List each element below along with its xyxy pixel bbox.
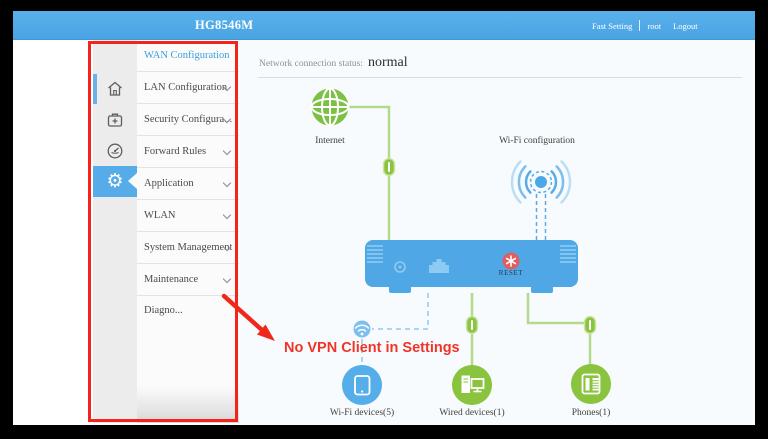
rail-active-indicator bbox=[93, 74, 97, 104]
link-node bbox=[382, 157, 396, 177]
wired-devices-circle[interactable] bbox=[452, 365, 492, 405]
wifi-signal-node-icon bbox=[353, 320, 371, 338]
wifi-devices-circle[interactable] bbox=[342, 365, 382, 405]
fast-setting-link[interactable]: Fast Setting bbox=[592, 20, 633, 31]
phone-icon bbox=[581, 373, 601, 395]
settings-notch bbox=[128, 173, 137, 189]
wifi-devices-label[interactable]: Wi-Fi devices(5) bbox=[329, 408, 395, 418]
menu-bottom-shadow bbox=[137, 386, 239, 423]
reset-button bbox=[502, 252, 520, 270]
wifi-link-line bbox=[372, 293, 429, 330]
menu-item-forward-rules[interactable]: Forward Rules bbox=[137, 136, 239, 168]
phones-circle[interactable] bbox=[571, 364, 611, 404]
internet-link-line bbox=[348, 105, 391, 240]
router-ridges bbox=[367, 245, 576, 263]
menu-item-lan-configuration[interactable]: LAN Configuration bbox=[137, 72, 239, 104]
menu-item-wlan[interactable]: WLAN bbox=[137, 200, 239, 232]
status-divider bbox=[258, 77, 742, 78]
username-label: root bbox=[647, 20, 662, 31]
annotation-arrow bbox=[221, 293, 275, 341]
sidebar-icon-rail bbox=[93, 40, 137, 423]
link-node bbox=[465, 315, 479, 335]
network-status: Network connection status: normal bbox=[259, 55, 408, 71]
rail-item-statistics[interactable] bbox=[93, 135, 137, 166]
header-links: Fast Setting root Logout bbox=[592, 11, 698, 40]
top-bar bbox=[13, 11, 755, 40]
tablet-icon bbox=[354, 375, 371, 396]
phones-label[interactable]: Phones(1) bbox=[571, 408, 611, 418]
wifi-antenna-icon[interactable] bbox=[510, 160, 572, 242]
annotation-rectangle bbox=[88, 41, 238, 422]
ethernet-port-icon bbox=[429, 259, 449, 273]
menu-item-system-management[interactable]: System Management bbox=[137, 232, 239, 264]
wired-devices-label[interactable]: Wired devices(1) bbox=[439, 408, 505, 418]
menu-item-security-configuration[interactable]: Security Configura... bbox=[137, 104, 239, 136]
network-topology-diagram bbox=[310, 87, 611, 405]
network-status-label: Network connection status: bbox=[259, 59, 363, 69]
router-power-port bbox=[394, 261, 406, 273]
internet-globe-icon bbox=[310, 87, 350, 127]
first-aid-kit-icon bbox=[107, 113, 123, 127]
page-title: HG8546M bbox=[195, 18, 254, 32]
phone-link-line bbox=[526, 293, 592, 364]
network-status-value: normal bbox=[367, 55, 408, 70]
header-separator bbox=[639, 20, 641, 31]
annotation-text: No VPN Client in Settings bbox=[284, 340, 460, 356]
reset-label: RESET bbox=[498, 269, 524, 277]
menu-item-maintenance-diagnose[interactable]: Maintenance Diagno... bbox=[137, 264, 239, 316]
rail-item-device-info[interactable] bbox=[93, 104, 137, 135]
router-device bbox=[365, 240, 578, 293]
link-node bbox=[583, 315, 597, 335]
computer-icon bbox=[461, 375, 485, 393]
wifi-configuration-label[interactable]: Wi-Fi configuration bbox=[499, 136, 575, 146]
internet-label: Internet bbox=[315, 136, 345, 146]
sidebar-menu: WAN Configuration LAN Configuration Secu… bbox=[137, 40, 239, 423]
menu-item-application[interactable]: Application bbox=[137, 168, 239, 200]
rail-item-home[interactable] bbox=[93, 73, 137, 104]
meter-icon bbox=[107, 143, 123, 158]
gear-icon: ⚙ bbox=[106, 170, 124, 192]
home-icon bbox=[108, 81, 122, 96]
logout-link[interactable]: Logout bbox=[673, 20, 698, 31]
menu-item-wan-configuration[interactable]: WAN Configuration bbox=[137, 40, 239, 72]
